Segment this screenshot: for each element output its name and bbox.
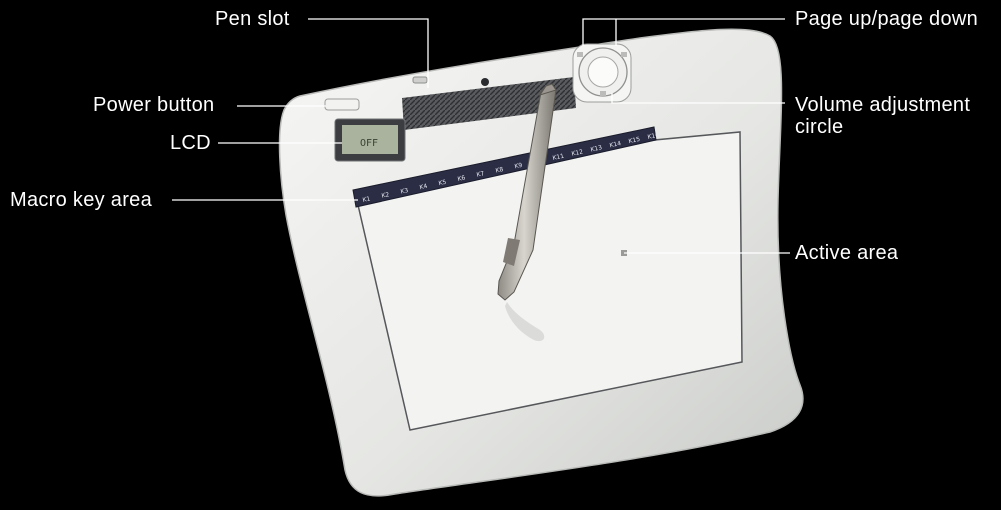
- navigation-wheel: [573, 44, 631, 102]
- pen-slot-label: Pen slot: [215, 8, 290, 30]
- page-up-down-label: Page up/page down: [795, 8, 978, 30]
- macro-key-area-label: Macro key area: [10, 189, 152, 211]
- power-button-shape: [325, 99, 359, 110]
- power-button-label: Power button: [93, 94, 214, 116]
- lcd-label: LCD: [170, 132, 211, 154]
- lcd-readout: OFF: [360, 138, 378, 149]
- active-area-label: Active area: [795, 242, 898, 264]
- volume-adjustment-label: Volume adjustment circle: [795, 94, 970, 138]
- status-led: [481, 78, 489, 86]
- pen-slot-notch: [413, 77, 427, 83]
